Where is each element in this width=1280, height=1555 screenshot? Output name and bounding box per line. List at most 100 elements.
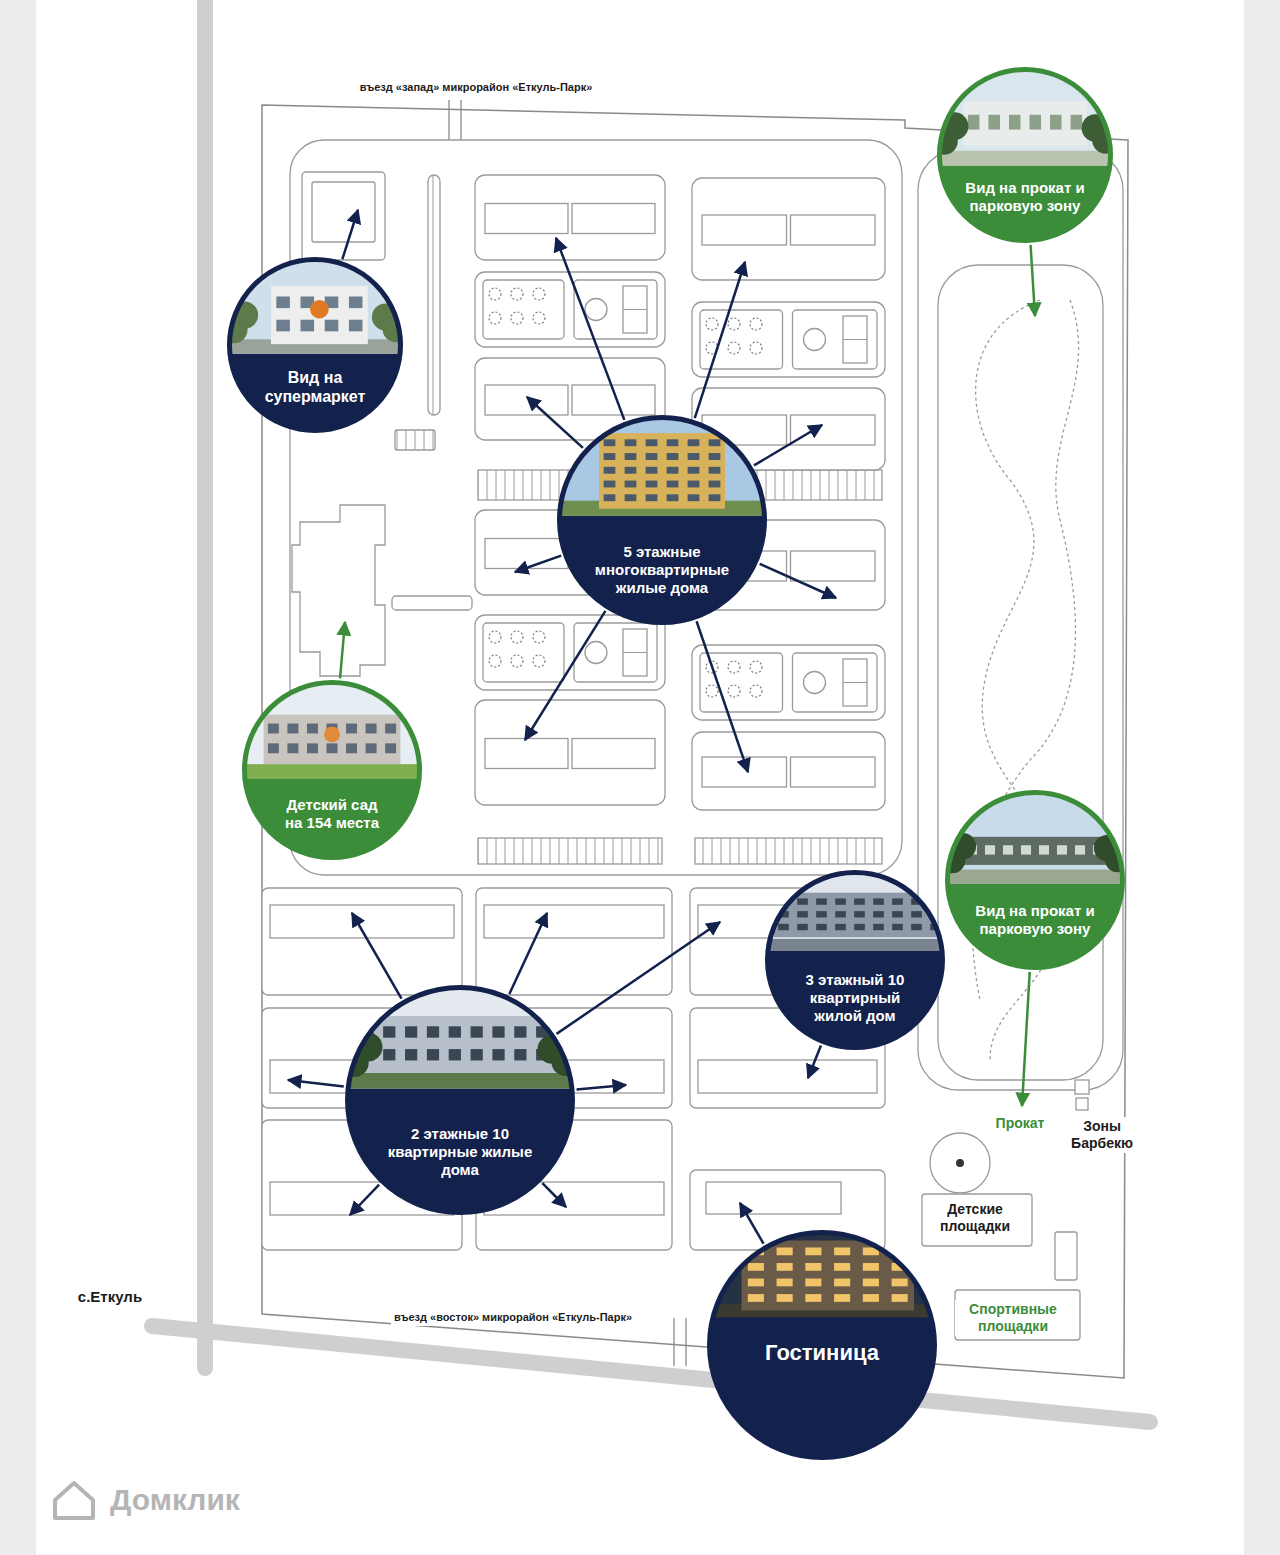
photo-building (264, 715, 401, 765)
two-storey-building (270, 905, 454, 938)
photo-window (405, 1026, 417, 1037)
circle-ground (945, 790, 1125, 970)
callout-photo (765, 870, 945, 951)
circle-text: Детский сад на 154 места (276, 796, 388, 832)
callout-circle: 5 этажные многоквартирные жилые дома (557, 415, 767, 625)
leader-arrow (527, 397, 583, 448)
leader-arrow (340, 622, 345, 678)
photo-window (854, 924, 865, 930)
entry-gate (460, 100, 461, 140)
photo-window (968, 115, 979, 130)
callout-text: Детский сад на 154 места (276, 796, 388, 832)
tree-symbol (728, 685, 740, 697)
photo-window (805, 1247, 821, 1255)
photo-window (268, 724, 279, 734)
courtyard (483, 623, 564, 682)
photo-window (471, 1049, 483, 1060)
photo-window (709, 453, 721, 460)
photo-window (1009, 115, 1020, 130)
photo-building (599, 433, 725, 509)
photo-window (835, 924, 846, 930)
roundabout-center (956, 1159, 964, 1167)
circle-text: Вид на прокат и парковую зону (973, 902, 1098, 938)
photo-window (307, 743, 318, 753)
leader-arrow (760, 564, 836, 598)
parking (478, 838, 662, 864)
photo-window (646, 481, 658, 488)
circle-outline (345, 985, 575, 1215)
circle-text: Вид на супермаркет (256, 368, 374, 406)
circle-outline (937, 67, 1113, 243)
leader-arrow (525, 611, 605, 740)
callout-photo (242, 680, 422, 779)
hotel-building (706, 1182, 841, 1214)
map-label: Прокат (993, 1114, 1048, 1133)
photo-window (778, 924, 789, 930)
photo-window (748, 1279, 764, 1287)
photo-window (405, 1049, 417, 1060)
photo-window (349, 320, 363, 332)
tree-symbol (706, 685, 718, 697)
circle-ground (765, 870, 945, 1050)
photo-window (709, 494, 721, 501)
five-storey-building (485, 204, 568, 234)
photo-sky (945, 790, 1125, 884)
callout-photo (557, 415, 767, 516)
photo-window (709, 481, 721, 488)
photo-window (667, 467, 679, 474)
leader-arrow (509, 913, 547, 994)
sport-court (843, 316, 867, 363)
residential-block (475, 272, 665, 347)
photo-window (1030, 115, 1041, 130)
photo-window (383, 1026, 395, 1037)
photo-ground (242, 764, 422, 779)
callout-photo (227, 257, 403, 354)
photo-window (892, 1294, 908, 1302)
leader-arrow (542, 1183, 566, 1207)
photo-window (514, 1026, 526, 1037)
five-storey-building (572, 204, 655, 234)
callout-text: 5 этажные многоквартирные жилые дома (587, 543, 737, 597)
photo-window (777, 1263, 793, 1271)
photo-window (834, 1294, 850, 1302)
photo-window (385, 724, 396, 734)
residential-block (475, 615, 665, 690)
photo-window (985, 845, 995, 854)
photo-window (805, 1279, 821, 1287)
photo-window (492, 1026, 504, 1037)
circle-text: 2 этажные 10 квартирные жилые дома (385, 1125, 535, 1179)
circle-border (560, 418, 765, 623)
photo-sky (227, 257, 403, 354)
photo-window (604, 439, 616, 446)
leader-arrow (350, 1185, 379, 1215)
tree-symbol (533, 312, 545, 324)
photo-window (863, 1279, 879, 1287)
residential-block (692, 645, 885, 720)
tree-symbol (533, 288, 545, 300)
circle-border (768, 873, 943, 1048)
leader-arrow (697, 621, 748, 772)
tree-symbol (511, 655, 523, 667)
photo-window (748, 1263, 764, 1271)
photo-window (1057, 845, 1067, 854)
playground (793, 310, 878, 369)
tree-symbol (750, 342, 762, 354)
barbecue-site (1076, 1098, 1088, 1110)
walkway (392, 596, 472, 610)
tree-symbol (750, 685, 762, 697)
playground-circle (585, 299, 607, 321)
supermarket-building (312, 182, 375, 242)
photo-window (816, 911, 827, 917)
photo-window (797, 924, 808, 930)
five-storey-building (485, 739, 568, 769)
photo-window (287, 743, 298, 753)
photo-window (667, 439, 679, 446)
photo-window (625, 481, 637, 488)
callout-text: Вид на прокат и парковую зону (963, 179, 1088, 215)
watermark: Домклик (107, 1481, 243, 1519)
photo-window (892, 898, 903, 904)
five-storey-building (791, 215, 876, 245)
photo-window (1050, 115, 1061, 130)
two-storey-building (484, 905, 664, 938)
